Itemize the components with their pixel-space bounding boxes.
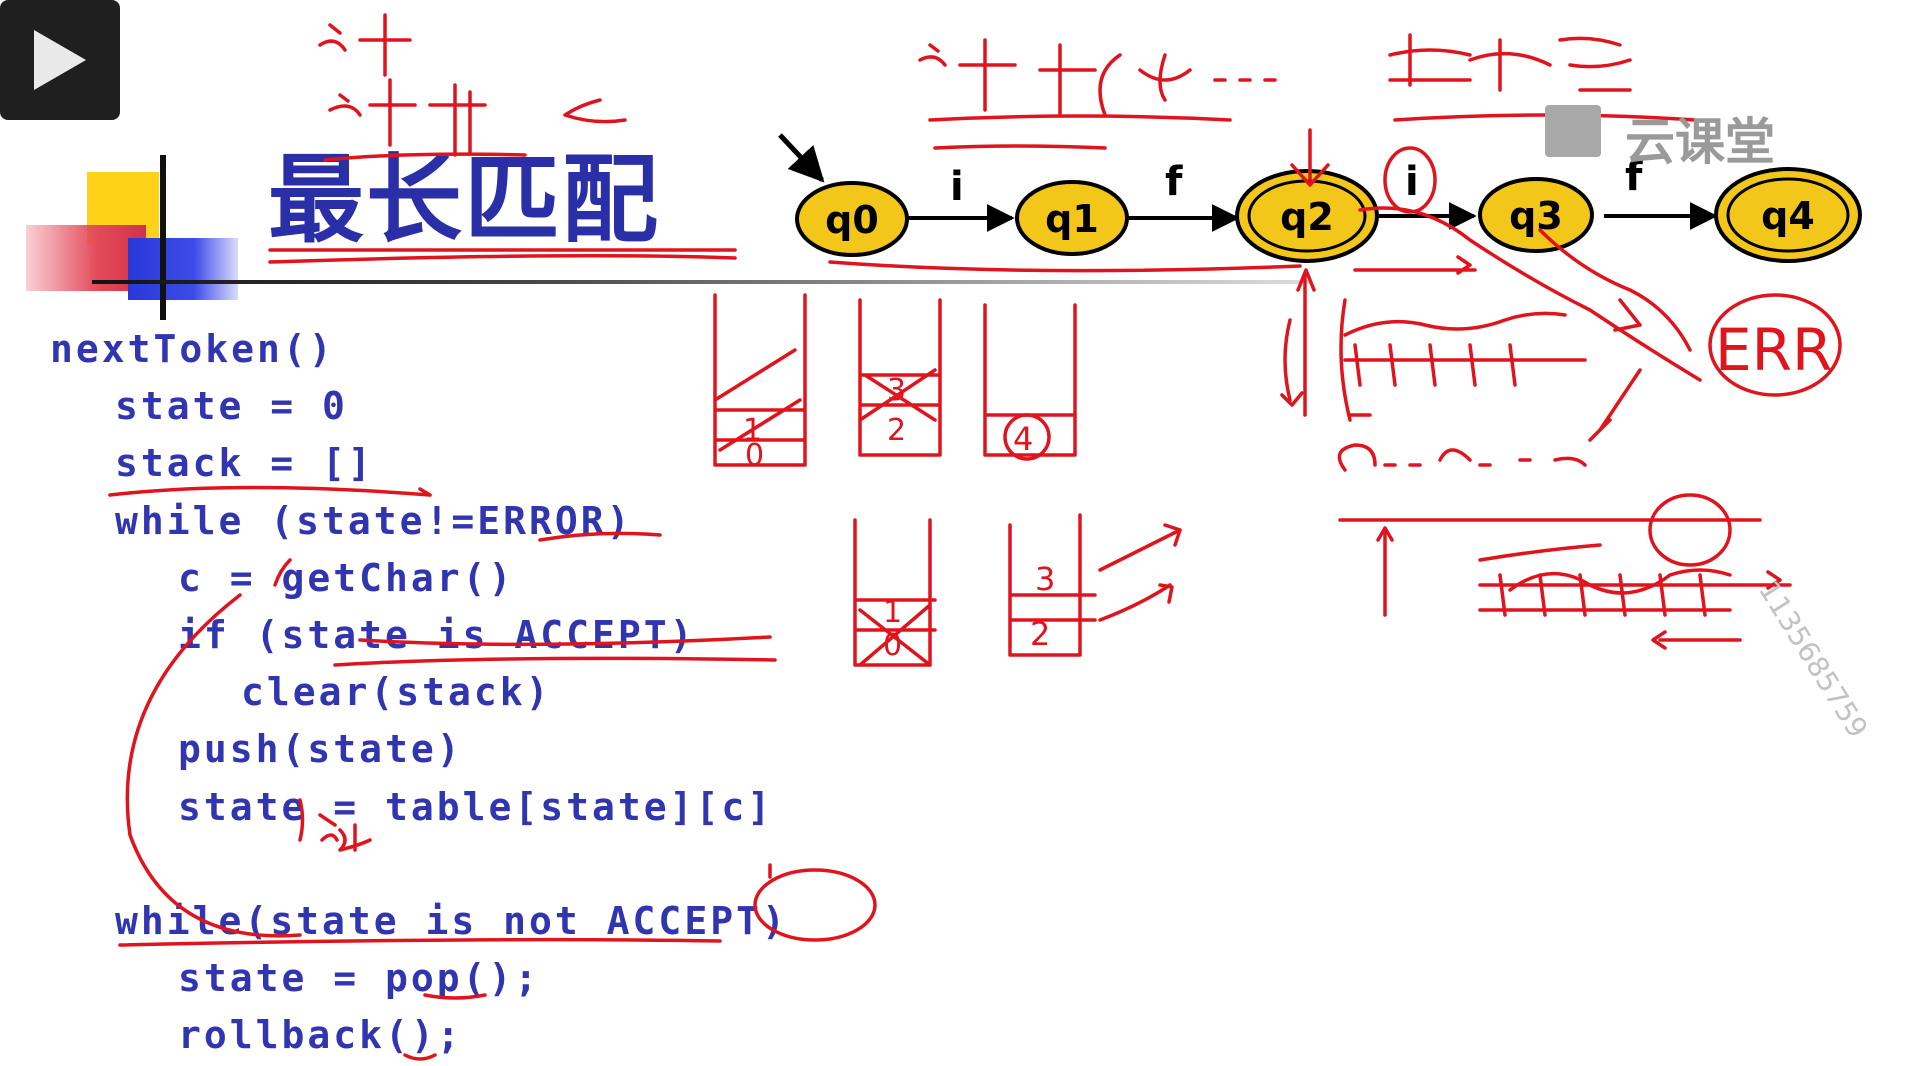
stack-value: 2: [1030, 615, 1050, 653]
state-q4: q4: [1714, 167, 1862, 263]
play-icon: [34, 30, 86, 90]
transition-label: f: [1625, 154, 1643, 200]
stack-value: 1: [883, 595, 902, 630]
svg-text:q2: q2: [1280, 195, 1334, 239]
brand-watermark: 云课堂: [1625, 113, 1775, 171]
brand-logo-icon: [1545, 105, 1601, 157]
state-q2: q2: [1235, 169, 1379, 263]
code-line: state = pop();: [178, 956, 541, 1000]
stack-value: 1: [743, 413, 762, 448]
code-line: stack = []: [115, 441, 374, 485]
transition-label: i: [1405, 159, 1419, 205]
code-line: push(state): [178, 727, 463, 771]
transition-label: i: [950, 164, 964, 210]
state-q3: q3: [1478, 177, 1594, 253]
stack-value: 2: [887, 413, 906, 448]
state-q0: q0: [795, 181, 909, 257]
code-line: state = 0: [115, 384, 348, 428]
svg-text:q4: q4: [1761, 194, 1815, 238]
title-decoration-blue: [128, 238, 238, 300]
code-line: nextToken(): [50, 327, 335, 371]
err-label: ERR: [1715, 316, 1832, 384]
stack-value: 0: [883, 628, 902, 663]
code-line: if (state is ACCEPT): [178, 613, 696, 657]
stack-value: 0: [745, 438, 764, 473]
svg-text:q0: q0: [825, 198, 879, 242]
play-button[interactable]: [0, 0, 120, 120]
svg-text:q3: q3: [1509, 194, 1563, 238]
transition-label: f: [1165, 159, 1183, 205]
code-line: rollback();: [178, 1013, 463, 1057]
title-underline-bar: [92, 280, 1312, 284]
handwritten-annotations: ERR 1 0 3 2 4 1 0 3 2: [108, 13, 1842, 1061]
code-line: c = getChar(): [178, 556, 515, 600]
stack-value: 4: [1013, 420, 1033, 458]
slide-title: 最长匹配: [268, 144, 660, 256]
stack-value: 3: [887, 373, 906, 408]
stack-value: 3: [1035, 560, 1055, 598]
start-arrow: [778, 133, 825, 183]
title-decoration-vertical-line: [160, 155, 166, 320]
code-line: clear(stack): [241, 670, 552, 714]
code-line: state = table[state][c]: [178, 785, 774, 829]
state-q1: q1: [1015, 180, 1129, 256]
code-line: while(state is not ACCEPT): [115, 899, 788, 943]
code-line: while (state!=ERROR): [115, 499, 633, 543]
svg-text:q1: q1: [1045, 197, 1099, 241]
